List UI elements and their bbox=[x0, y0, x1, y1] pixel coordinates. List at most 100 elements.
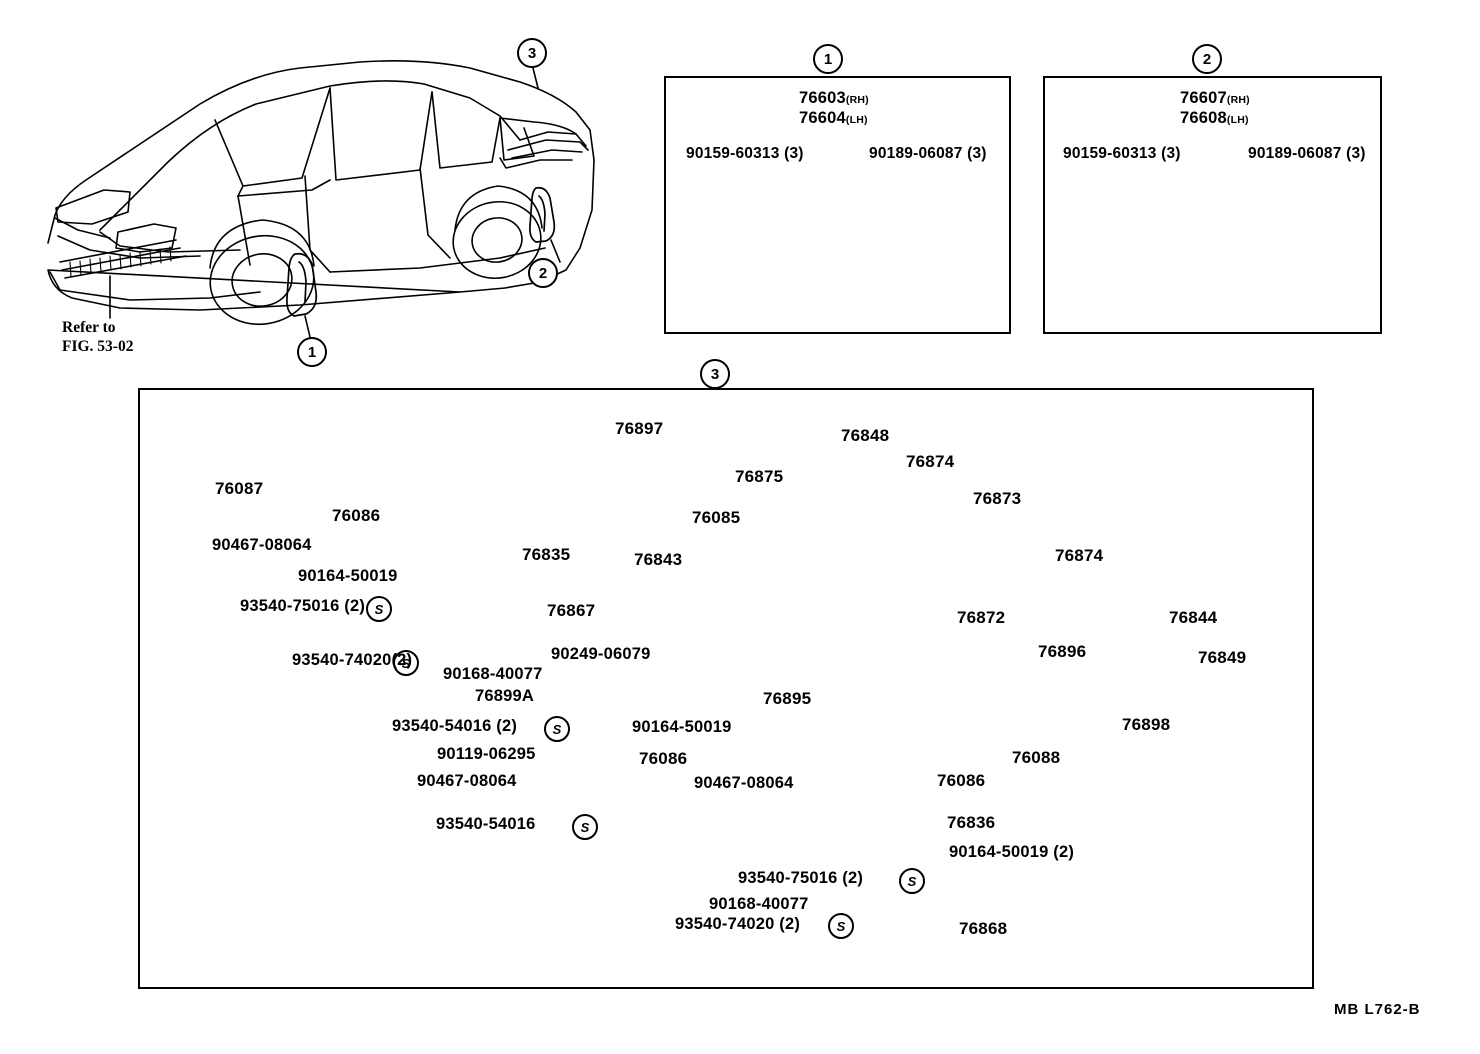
leader-callout-3 bbox=[531, 63, 539, 89]
panel1-fastener-90159-qty: (3) bbox=[784, 145, 804, 162]
refer-note: Refer to FIG. 53-02 bbox=[62, 318, 133, 357]
label-90467-08064-a: 90467-08064 bbox=[212, 536, 312, 554]
label-90164-50019-b: 90164-50019 bbox=[632, 718, 732, 736]
label-76086-c: 76086 bbox=[937, 771, 986, 790]
label-76874-bot: 76874 bbox=[1055, 546, 1104, 565]
label-90119-06295: 90119-06295 bbox=[437, 745, 536, 763]
label-76849: 76849 bbox=[1198, 648, 1247, 667]
callout-circle-2-car: 2 bbox=[528, 258, 558, 288]
label-76899A: 76899A bbox=[475, 687, 534, 705]
panel1-fastener-90189: 90189-06087 (3) bbox=[869, 146, 987, 162]
label-76868: 76868 bbox=[959, 919, 1008, 938]
leader-callout-2 bbox=[550, 239, 561, 263]
s-mark-text: S bbox=[907, 873, 917, 889]
label-90168-40077-a: 90168-40077 bbox=[443, 665, 543, 683]
panel1-part-76603-number: 76603 bbox=[799, 89, 846, 107]
label-76898: 76898 bbox=[1122, 715, 1171, 734]
label-76085: 76085 bbox=[692, 508, 741, 527]
label-90467-08064-c: 90467-08064 bbox=[694, 774, 794, 792]
panel2-fastener-90189-qty: (3) bbox=[1346, 145, 1366, 162]
callout-circle-1-car: 1 bbox=[297, 337, 327, 367]
panel1-part-76604: 76604(LH) bbox=[799, 110, 868, 127]
label-76843: 76843 bbox=[634, 550, 683, 569]
callout-circle-panel-2: 2 bbox=[1192, 44, 1222, 74]
callout-circle-3-car: 3 bbox=[517, 38, 547, 68]
panel1-part-76603-side: (RH) bbox=[845, 94, 869, 106]
s-mark-text: S bbox=[580, 819, 590, 835]
callout-1-car-text: 1 bbox=[307, 343, 317, 361]
s-mark-93540-75016-a: S bbox=[366, 596, 392, 622]
panel2-fastener-90189: 90189-06087 (3) bbox=[1248, 146, 1366, 162]
panel-2-callout-text: 2 bbox=[1202, 50, 1212, 68]
label-76087: 76087 bbox=[215, 479, 264, 498]
s-mark-93540-54016: S bbox=[572, 814, 598, 840]
label-76873: 76873 bbox=[973, 489, 1022, 508]
panel2-part-76607: 76607(RH) bbox=[1180, 90, 1250, 107]
label-93540-75016-b: 93540-75016 (2) bbox=[738, 869, 864, 887]
panel1-part-76603: 76603(RH) bbox=[799, 90, 869, 107]
label-93540-75016-a: 93540-75016 (2) bbox=[240, 597, 366, 615]
callout-circle-panel-3: 3 bbox=[700, 359, 730, 389]
label-76897: 76897 bbox=[615, 419, 664, 438]
diagram-footer-code: MB L762-B bbox=[1334, 1001, 1421, 1018]
s-mark-93540-54016-2: S bbox=[544, 716, 570, 742]
panel1-part-76604-side: (LH) bbox=[845, 114, 868, 126]
car-body-outline bbox=[47, 60, 595, 326]
label-90467-08064-b: 90467-08064 bbox=[417, 772, 517, 790]
panel1-fastener-90189-number: 90189-06087 bbox=[869, 145, 963, 162]
panel2-fastener-90189-number: 90189-06087 bbox=[1248, 145, 1342, 162]
s-mark-text: S bbox=[401, 655, 411, 671]
panel2-part-76608: 76608(LH) bbox=[1180, 110, 1249, 127]
panel-1-callout-text: 1 bbox=[823, 50, 833, 68]
label-90164-50019-a: 90164-50019 bbox=[298, 567, 398, 585]
label-76086-a: 76086 bbox=[332, 506, 381, 525]
label-76874-top: 76874 bbox=[906, 452, 955, 471]
label-76848: 76848 bbox=[841, 426, 890, 445]
s-mark-text: S bbox=[374, 601, 384, 617]
panel-3-box bbox=[138, 388, 1314, 989]
label-90249-06079: 90249-06079 bbox=[551, 645, 651, 663]
label-76895: 76895 bbox=[763, 689, 812, 708]
label-76875: 76875 bbox=[735, 467, 784, 486]
panel-3-callout-text: 3 bbox=[710, 365, 720, 383]
leader-callout-1 bbox=[304, 315, 311, 338]
panel1-fastener-90159: 90159-60313 (3) bbox=[686, 146, 804, 162]
panel2-part-76607-number: 76607 bbox=[1180, 89, 1227, 107]
panel2-part-76607-side: (RH) bbox=[1226, 94, 1250, 106]
label-76088: 76088 bbox=[1012, 748, 1061, 767]
s-mark-93540-74020-a: S bbox=[393, 650, 419, 676]
label-76896: 76896 bbox=[1038, 642, 1087, 661]
panel1-fastener-90189-qty: (3) bbox=[967, 145, 987, 162]
panel2-part-76608-number: 76608 bbox=[1180, 109, 1227, 127]
label-90168-40077-b: 90168-40077 bbox=[709, 895, 809, 913]
panel1-part-76604-number: 76604 bbox=[799, 109, 846, 127]
panel2-part-76608-side: (LH) bbox=[1226, 114, 1249, 126]
label-76086-b: 76086 bbox=[639, 749, 688, 768]
panel1-fastener-90159-number: 90159-60313 bbox=[686, 145, 780, 162]
label-93540-74020-a: 93540-74020(2) bbox=[292, 651, 413, 669]
panel2-fastener-90159-number: 90159-60313 bbox=[1063, 145, 1157, 162]
refer-note-line1: Refer to bbox=[62, 319, 116, 336]
label-76867: 76867 bbox=[547, 601, 596, 620]
label-76836: 76836 bbox=[947, 813, 996, 832]
panel2-fastener-90159-qty: (3) bbox=[1161, 145, 1181, 162]
s-mark-93540-74020-b: S bbox=[828, 913, 854, 939]
panel2-fastener-90159: 90159-60313 (3) bbox=[1063, 146, 1181, 162]
s-mark-text: S bbox=[836, 918, 846, 934]
s-mark-text: S bbox=[552, 721, 562, 737]
panel-2-box bbox=[1043, 76, 1382, 334]
label-90164-50019-c: 90164-50019 (2) bbox=[949, 843, 1075, 861]
callout-circle-panel-1: 1 bbox=[813, 44, 843, 74]
panel-1-box bbox=[664, 76, 1011, 334]
label-76835: 76835 bbox=[522, 545, 571, 564]
car-mudguard-rear bbox=[529, 186, 556, 243]
label-76872: 76872 bbox=[957, 608, 1006, 627]
label-76844: 76844 bbox=[1169, 608, 1218, 627]
callout-2-car-text: 2 bbox=[538, 264, 548, 282]
callout-3-car-text: 3 bbox=[527, 44, 537, 62]
label-93540-54016: 93540-54016 bbox=[436, 815, 536, 833]
s-mark-93540-75016-b: S bbox=[899, 868, 925, 894]
label-93540-54016-2: 93540-54016 (2) bbox=[392, 717, 518, 735]
refer-note-line2: FIG. 53-02 bbox=[62, 338, 134, 356]
